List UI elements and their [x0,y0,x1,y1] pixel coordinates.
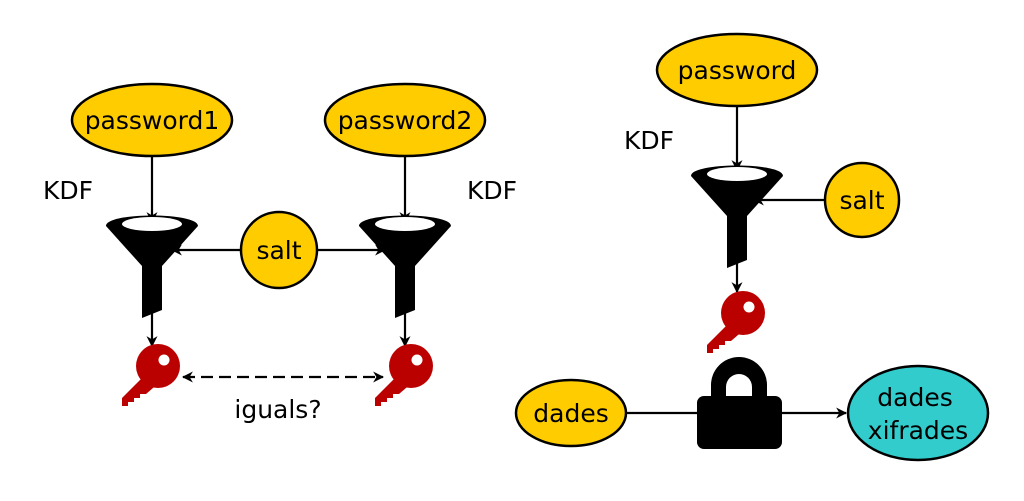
password-node: password [655,32,819,108]
password-ellipse [655,32,819,108]
kdf-label-left: KDF [43,176,93,205]
salt-node-left: salt [239,210,319,290]
kdf-label-right: KDF [467,176,517,205]
data-label: dades [533,399,608,428]
password-label: password [678,56,797,85]
kdf-label: KDF [624,126,674,155]
salt-node-right: salt [823,161,901,239]
encrypted-data-label-line1: dades [877,383,952,412]
key-icon [375,344,433,406]
key-icon [707,291,765,353]
left-diagram: password1 password2 salt KDF KDF iguals? [43,82,517,424]
salt-label: salt [256,236,301,265]
password1-node: password1 [70,82,234,158]
key-icon [122,344,180,406]
data-ellipse [514,378,628,448]
salt-circle [823,161,901,239]
salt-label: salt [839,186,884,215]
encrypted-data-node: dades xifrades [846,364,990,462]
right-diagram: password KDF salt dades dades xifrades [514,32,990,462]
funnel-icon [106,215,198,318]
password2-node: password2 [323,82,487,158]
funnel-icon [359,215,451,318]
password1-label: password1 [85,106,220,135]
encrypted-data-ellipse [846,364,990,462]
compare-label: iguals? [234,395,321,424]
funnel-icon [691,165,783,268]
salt-circle [239,210,319,290]
password1-ellipse [70,82,234,158]
data-node: dades [514,378,628,448]
padlock-icon [697,357,782,449]
encrypted-data-label-line2: xifrades [868,416,968,445]
password2-label: password2 [338,106,473,135]
password2-ellipse [323,82,487,158]
